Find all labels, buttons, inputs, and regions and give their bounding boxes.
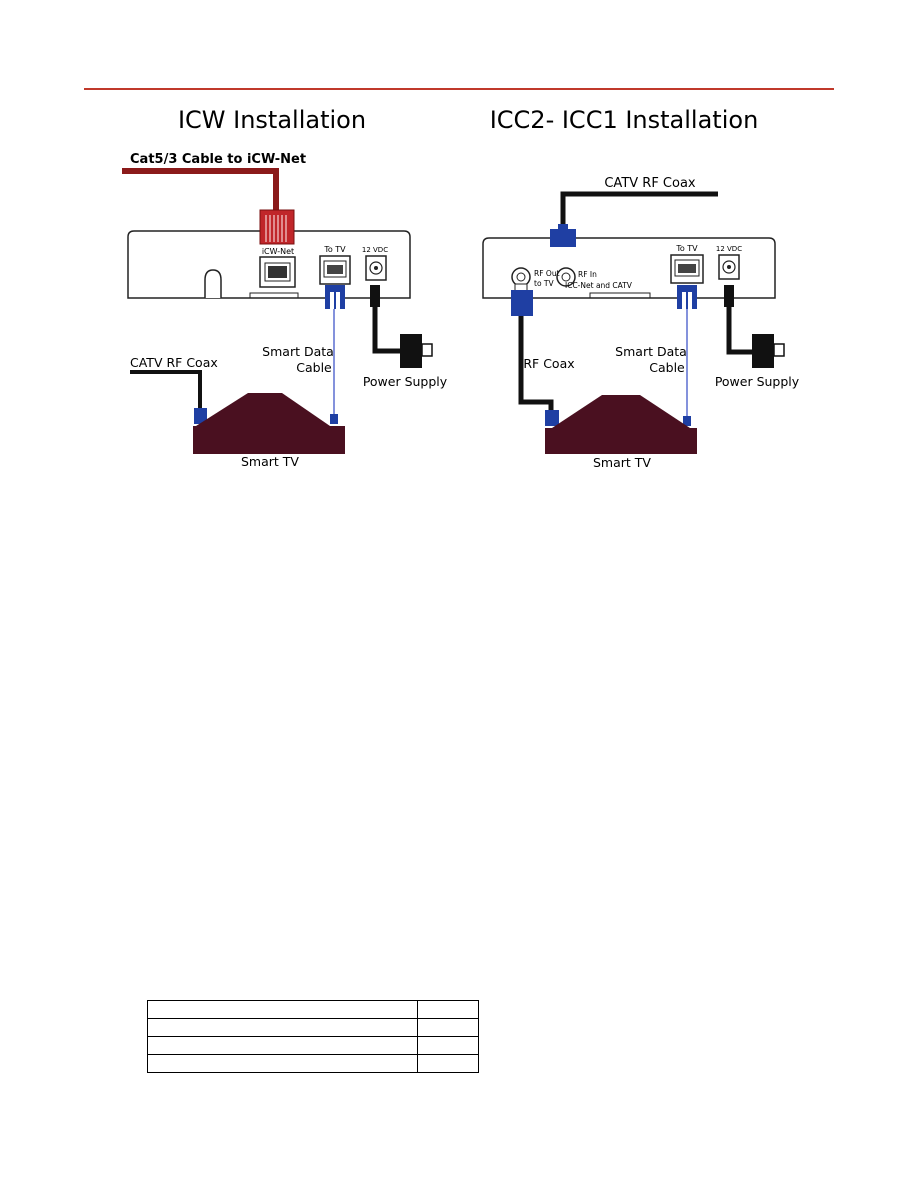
catv-label: CATV RF Coax xyxy=(130,355,218,370)
table-cell xyxy=(147,1000,418,1019)
rf-in-label-2: ICC-Net and CATV xyxy=(565,281,633,290)
smart-data-label-right-2: Cable xyxy=(649,360,685,375)
rf-out-label-1: RF Out xyxy=(534,269,560,278)
rf-coax-cable xyxy=(511,290,559,426)
smart-tv-label: Smart TV xyxy=(241,454,299,469)
cat5-connector xyxy=(259,209,295,245)
smart-tv xyxy=(193,393,345,454)
right-title: ICC2- ICC1 Installation xyxy=(490,106,759,134)
header-rule xyxy=(84,88,834,90)
rf-in-port xyxy=(556,267,576,287)
power-supply-label-right: Power Supply xyxy=(715,374,800,389)
rf-in-label-1: RF In xyxy=(578,270,597,279)
table-row xyxy=(147,1018,479,1037)
rf-out-label-2: to TV xyxy=(534,279,554,288)
table-row xyxy=(147,1000,479,1019)
port-to-tv-label: To TV xyxy=(323,245,346,254)
smart-data-label-2: Cable xyxy=(296,360,332,375)
rf-coax-label: RF Coax xyxy=(523,356,574,371)
catv-connector-right xyxy=(550,224,576,247)
smart-data-tv-plug xyxy=(330,414,338,424)
cat5-cable-label: Cat5/3 Cable to iCW-Net xyxy=(130,152,306,167)
smart-data-connector xyxy=(325,285,345,309)
smart-data-connector-right xyxy=(677,285,697,309)
table-cell xyxy=(417,1054,479,1073)
port-icw-net-label: iCW-Net xyxy=(262,247,294,256)
table-cell xyxy=(417,1036,479,1055)
power-cable-right xyxy=(724,285,785,368)
smart-data-label-1: Smart Data xyxy=(262,344,334,359)
smart-data-label-right-1: Smart Data xyxy=(615,344,687,359)
catv-cable xyxy=(130,370,207,424)
table-cell xyxy=(417,1000,479,1019)
table-cell xyxy=(147,1018,418,1037)
port-12vdc-label-right: 12 VDC xyxy=(716,245,742,253)
table-row xyxy=(147,1054,479,1073)
port-to-tv-label-right: To TV xyxy=(675,244,698,253)
table-cell xyxy=(417,1018,479,1037)
table-cell xyxy=(147,1054,418,1073)
smart-data-tv-plug-right xyxy=(683,416,691,426)
to-tv-port-right xyxy=(670,254,704,284)
catv-rf-cable-right xyxy=(560,191,718,230)
power-cable xyxy=(370,285,433,368)
icw-net-port xyxy=(259,256,296,288)
to-tv-port xyxy=(319,255,351,285)
table-cell xyxy=(147,1036,418,1055)
smart-tv-label-right: Smart TV xyxy=(593,455,651,470)
power-port-right xyxy=(718,254,740,280)
cat5-cable xyxy=(122,168,279,212)
power-port xyxy=(365,255,387,281)
catv-rf-label-right: CATV RF Coax xyxy=(604,176,696,191)
empty-table xyxy=(147,1000,479,1073)
table-row xyxy=(147,1036,479,1055)
installation-diagram: ICW Installation Cat5/3 Cable to iCW-Net… xyxy=(122,106,800,470)
port-12vdc-label: 12 VDC xyxy=(362,246,388,254)
power-supply-label: Power Supply xyxy=(363,374,448,389)
smart-tv-right xyxy=(545,395,697,454)
left-title: ICW Installation xyxy=(178,106,366,134)
